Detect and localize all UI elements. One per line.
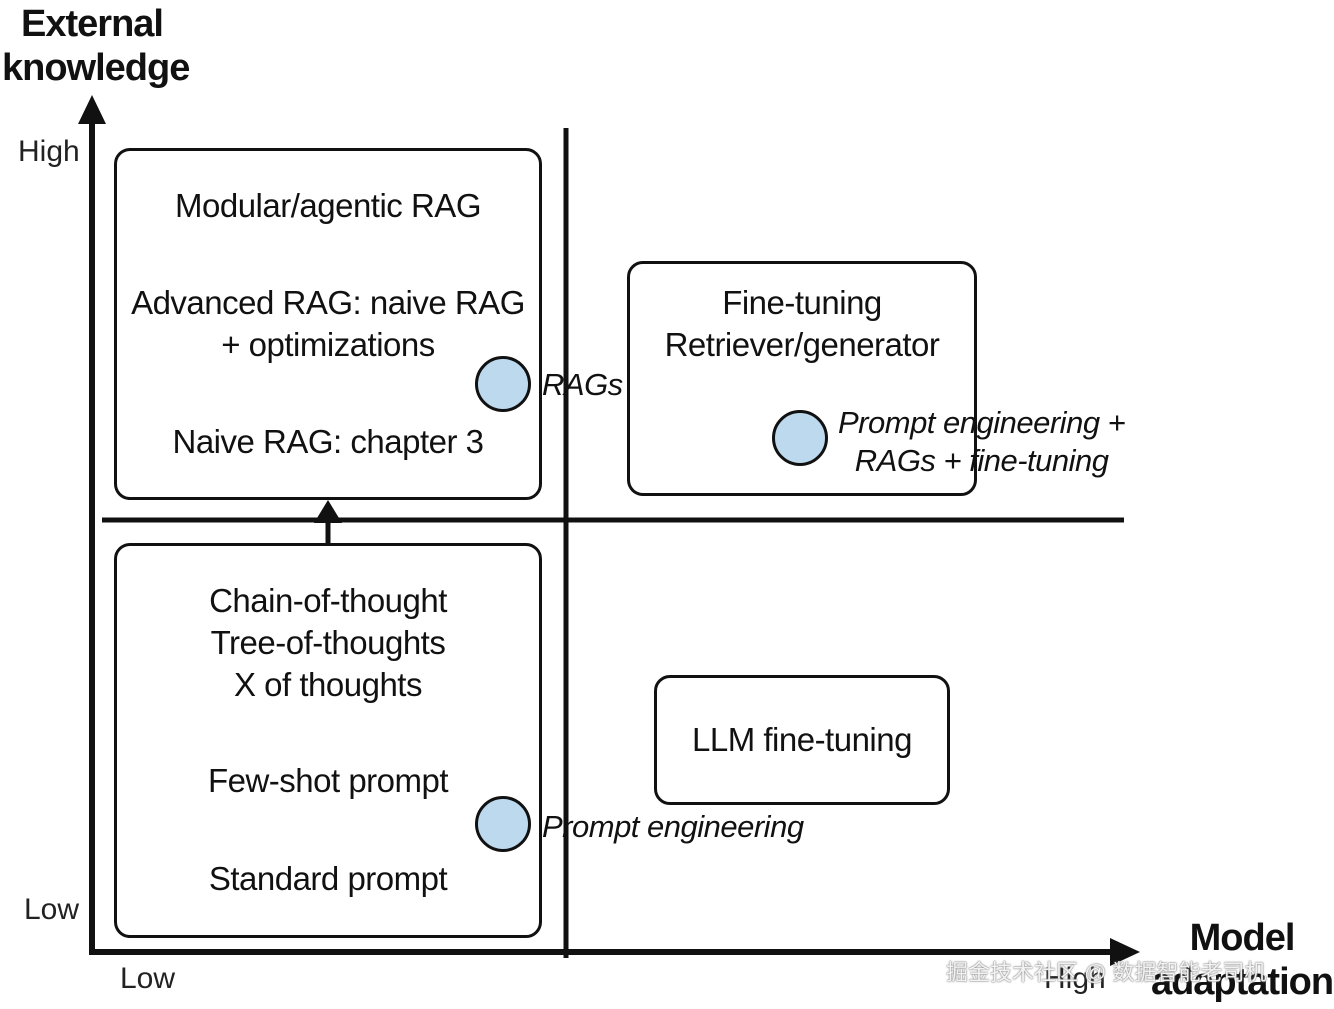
- fine-tuning-line: Fine-tuning: [722, 284, 882, 321]
- modular-rag-label: Modular/agentic RAG: [175, 187, 481, 224]
- fine-tuning-retriever-label: Fine-tuning Retriever/generator: [627, 282, 977, 366]
- y-axis-title-line1: External: [21, 3, 164, 45]
- few-shot-label: Few-shot prompt: [207, 762, 449, 799]
- up-arrow-icon: [314, 500, 342, 546]
- x-axis-title-line2: adaptation: [1150, 961, 1334, 1003]
- retriever-generator-line: Retriever/generator: [664, 326, 940, 363]
- standard-prompt-label: Standard prompt: [208, 860, 448, 897]
- combined-label-line1: Prompt engineering +: [838, 405, 1126, 440]
- rags-marker: [475, 356, 531, 412]
- tree-of-thoughts-line: Tree-of-thoughts: [210, 624, 446, 661]
- combined-marker: [772, 410, 828, 466]
- y-axis-high-label: High: [18, 135, 80, 168]
- naive-rag-label: Naive RAG: chapter 3: [172, 423, 484, 460]
- prompt-engineering-label: Prompt engineering: [542, 809, 804, 844]
- y-axis-title: External knowledge: [2, 2, 190, 90]
- combined-label-line2: RAGs + fine-tuning: [854, 443, 1109, 478]
- combined-label: Prompt engineering + RAGs + fine-tuning: [838, 404, 1126, 480]
- y-axis-low-label: Low: [24, 893, 80, 926]
- llm-fine-tuning-box: [654, 675, 950, 805]
- x-axis-high-label: High: [1044, 962, 1106, 995]
- advanced-rag-label: Advanced RAG: naive RAG + optimizations: [114, 282, 542, 366]
- thoughts-label: Chain-of-thought Tree-of-thoughts X of t…: [114, 580, 542, 706]
- rag-box: [114, 148, 542, 500]
- x-axis-low-label: Low: [120, 962, 176, 995]
- prompting-box: [114, 543, 542, 938]
- advanced-rag-line1: Advanced RAG: naive RAG: [131, 284, 525, 321]
- y-axis-title-line2: knowledge: [2, 47, 190, 89]
- y-axis-arrowhead: [78, 95, 106, 124]
- rags-label: RAGs: [542, 367, 623, 402]
- chain-of-thought-line: Chain-of-thought: [209, 582, 447, 619]
- x-axis-arrowhead: [1110, 938, 1140, 966]
- watermark-text: 掘金技术社区 @ 数据智能老司机: [946, 960, 1267, 985]
- x-of-thoughts-line: X of thoughts: [234, 666, 422, 703]
- advanced-rag-line2: + optimizations: [221, 326, 435, 363]
- x-axis-title-line1: Model: [1189, 917, 1296, 959]
- llm-fine-tuning-label: LLM fine-tuning: [692, 721, 912, 758]
- prompt-engineering-marker: [475, 796, 531, 852]
- x-axis-title: Model adaptation: [1150, 916, 1334, 1004]
